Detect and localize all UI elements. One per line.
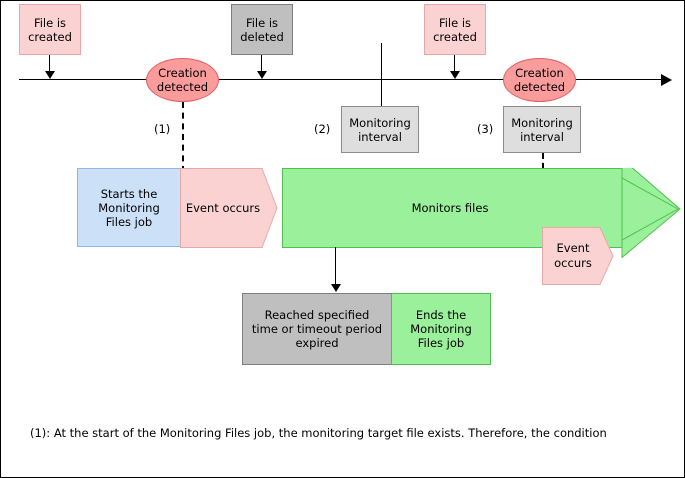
arrowhead-created-1 bbox=[45, 71, 55, 79]
lifecycle-monitors-files-label: Monitors files bbox=[412, 201, 489, 215]
time-axis-arrowhead bbox=[661, 74, 672, 86]
connector-line-created-2 bbox=[454, 55, 455, 72]
lifecycle-event-occurs-1-label: Event occurs bbox=[186, 201, 260, 215]
monitoring-interval-box-2: Monitoring interval bbox=[503, 106, 581, 153]
lifecycle-event-occurs-1-shape: Event occurs bbox=[180, 168, 278, 248]
event-box-file-created-2: File is created bbox=[424, 4, 486, 55]
marker-label-3: (3) bbox=[477, 122, 494, 136]
lifecycle-monitors-files-shape: Monitors files bbox=[282, 168, 681, 258]
event-box-file-deleted: File is deleted bbox=[231, 4, 293, 55]
event-box-file-created-1: File is created bbox=[19, 4, 81, 55]
lifecycle-event-occurs-2-shape: Event occurs bbox=[542, 227, 614, 285]
marker-label-2: (2) bbox=[314, 122, 331, 136]
time-axis-line bbox=[19, 79, 663, 80]
connector-line-created-1 bbox=[49, 55, 50, 72]
note-1-line-1: (1): At the start of the Monitoring File… bbox=[30, 426, 607, 440]
lifecycle-event-occurs-2-line1: Event bbox=[557, 241, 590, 255]
lifecycle-start-job-box: Starts the Monitoring Files job bbox=[77, 168, 181, 247]
detection-ellipse-2: Creation detected bbox=[503, 58, 576, 102]
detection-ellipse-1: Creation detected bbox=[146, 58, 219, 102]
arrowhead-created-2 bbox=[450, 71, 460, 79]
arrowhead-deleted bbox=[257, 71, 267, 79]
dashed-connector-1 bbox=[182, 102, 184, 172]
interval-tick-line-1 bbox=[381, 43, 382, 153]
monitoring-interval-box-1: Monitoring interval bbox=[341, 106, 419, 153]
marker-label-1: (1) bbox=[154, 122, 171, 136]
lifecycle-event-occurs-2-line2: occurs bbox=[554, 256, 592, 270]
notes-block: (1): At the start of the Monitoring File… bbox=[30, 391, 607, 477]
arrowhead-to-outcome bbox=[331, 284, 341, 292]
outcome-end-job-box: Ends the Monitoring Files job bbox=[391, 293, 491, 365]
connector-line-deleted bbox=[261, 55, 262, 72]
connector-line-to-outcome bbox=[335, 247, 336, 285]
outcome-timeout-box: Reached specified time or timeout period… bbox=[242, 293, 392, 365]
